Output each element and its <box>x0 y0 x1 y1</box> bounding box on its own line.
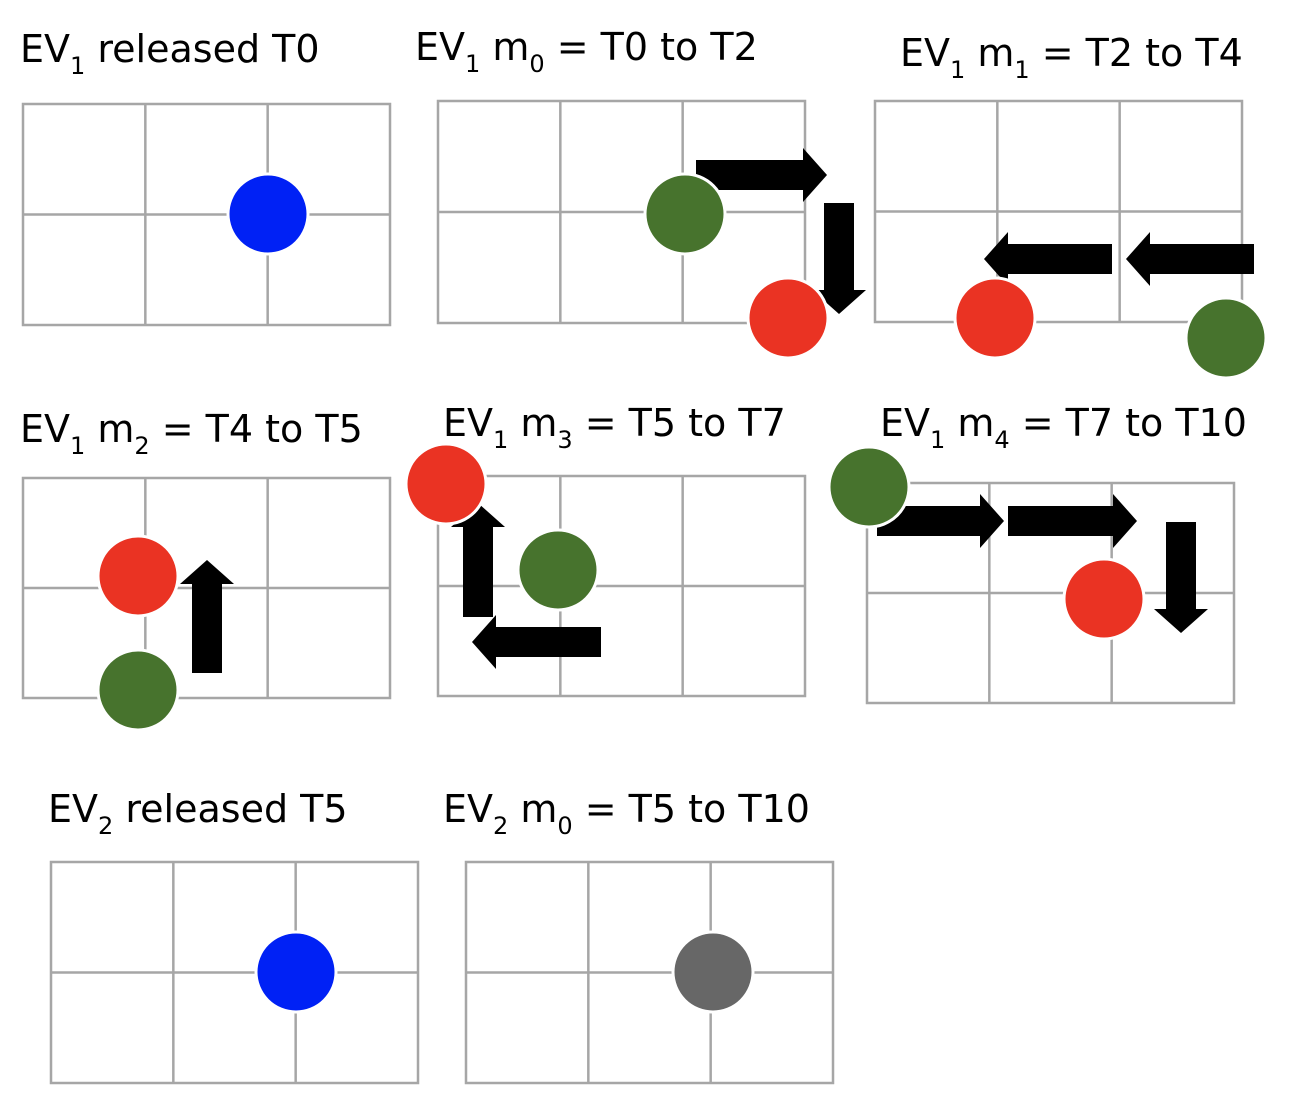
panel-ev1-m1: EV1 m1 = T2 to T4 <box>873 31 1268 380</box>
grid <box>436 474 807 698</box>
panel-title: EV1 m4 = T7 to T10 <box>880 401 1247 454</box>
grid <box>21 102 392 327</box>
released-dot <box>254 930 338 1014</box>
title-vehicle-subscript: 2 <box>493 812 508 840</box>
title-suffix: T5 <box>299 787 347 831</box>
title-step-subscript: 4 <box>994 426 1009 454</box>
title-step-subscript: 0 <box>557 812 572 840</box>
arrow-down-icon <box>812 203 866 314</box>
title-suffix: = T5 to T7 <box>573 401 786 445</box>
title-prefix: EV <box>443 787 493 831</box>
title-mid: m <box>508 787 557 831</box>
panel-ev1-m4: EV1 m4 = T7 to T10 <box>827 401 1247 705</box>
arrow-left-icon <box>984 232 1112 286</box>
origin-dot <box>827 445 911 529</box>
title-prefix: EV <box>443 401 493 445</box>
arrow-up-icon <box>451 503 505 617</box>
title-vehicle-subscript: 1 <box>950 56 965 84</box>
destination-dot <box>96 534 180 618</box>
title-suffix: = T7 to T10 <box>1010 401 1247 445</box>
arrow-left-icon <box>1126 232 1254 286</box>
title-suffix: = T5 to T10 <box>573 787 810 831</box>
panel-title: EV2 released T5 <box>48 787 348 840</box>
destination-dot <box>1062 557 1146 641</box>
arrow-right-icon <box>877 494 1004 548</box>
title-prefix: EV <box>20 27 70 71</box>
panel-title: EV2 m0 = T5 to T10 <box>443 787 810 840</box>
title-mid: released <box>85 27 272 71</box>
title-suffix: T0 <box>271 27 319 71</box>
title-vehicle-subscript: 1 <box>70 432 85 460</box>
panel-ev1-m2: EV1 m2 = T4 to T5 <box>20 407 392 732</box>
origin-dot <box>1184 296 1268 380</box>
grid <box>464 860 835 1085</box>
idle-dot <box>671 930 755 1014</box>
arrow-down-icon <box>1154 522 1208 633</box>
title-vehicle-subscript: 1 <box>493 426 508 454</box>
title-suffix: = T2 to T4 <box>1030 31 1243 75</box>
panel-title: EV1 released T0 <box>20 27 320 80</box>
arrow-right-icon <box>696 148 827 202</box>
origin-dot <box>643 172 727 256</box>
destination-dot <box>404 442 488 526</box>
title-step-subscript: 0 <box>529 50 544 78</box>
title-mid: m <box>480 25 529 69</box>
title-prefix: EV <box>20 407 70 451</box>
origin-dot <box>96 648 180 732</box>
panel-ev1-released: EV1 released T0 <box>20 27 392 327</box>
panel-ev2-m0: EV2 m0 = T5 to T10 <box>443 787 835 1085</box>
title-mid: released <box>113 787 300 831</box>
title-step-subscript: 3 <box>557 426 572 454</box>
title-step-subscript: 2 <box>134 432 149 460</box>
title-vehicle-subscript: 2 <box>98 812 113 840</box>
panel-title: EV1 m1 = T2 to T4 <box>900 31 1243 84</box>
title-prefix: EV <box>900 31 950 75</box>
title-prefix: EV <box>48 787 98 831</box>
title-mid: m <box>508 401 557 445</box>
title-suffix: = T4 to T5 <box>150 407 363 451</box>
title-mid: m <box>945 401 994 445</box>
title-prefix: EV <box>415 25 465 69</box>
origin-dot <box>516 528 600 612</box>
destination-dot <box>746 276 830 360</box>
title-mid: m <box>965 31 1014 75</box>
title-vehicle-subscript: 1 <box>930 426 945 454</box>
released-dot <box>226 172 310 256</box>
panel-title: EV1 m2 = T4 to T5 <box>20 407 363 460</box>
title-step-subscript: 1 <box>1014 56 1029 84</box>
panel-ev2-released: EV2 released T5 <box>48 787 420 1085</box>
arrow-left-icon <box>472 615 601 669</box>
arrow-up-icon <box>180 560 234 673</box>
arrow-right-icon <box>1008 494 1137 548</box>
title-prefix: EV <box>880 401 930 445</box>
grid <box>873 99 1244 324</box>
title-vehicle-subscript: 1 <box>465 50 480 78</box>
destination-dot <box>953 276 1037 360</box>
title-mid: m <box>85 407 134 451</box>
panel-ev1-m0: EV1 m0 = T0 to T2 <box>415 25 866 360</box>
panel-title: EV1 m3 = T5 to T7 <box>443 401 786 454</box>
grid <box>436 99 807 325</box>
title-suffix: = T0 to T2 <box>545 25 758 69</box>
panel-ev1-m3: EV1 m3 = T5 to T7 <box>404 401 807 698</box>
title-vehicle-subscript: 1 <box>70 52 85 80</box>
panel-title: EV1 m0 = T0 to T2 <box>415 25 758 78</box>
grid <box>49 860 420 1085</box>
